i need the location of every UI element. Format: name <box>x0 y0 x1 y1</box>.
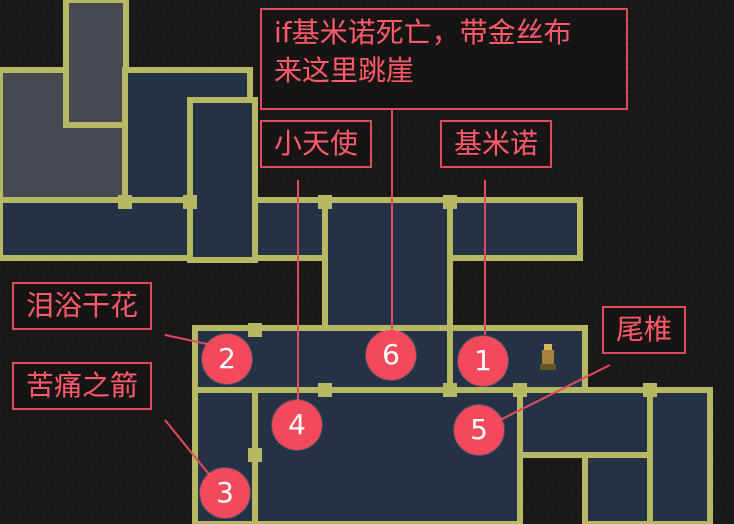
marker-5[interactable]: 5 <box>454 405 504 455</box>
note-6-line1: if基米诺死亡，带金丝布 <box>274 16 572 49</box>
wall-joints <box>118 195 657 462</box>
leader-line-2 <box>164 334 213 346</box>
corridor-upper-vertical <box>187 97 258 263</box>
corridor-horizontal <box>0 197 583 261</box>
corridor-right-down <box>647 387 713 524</box>
label-coccyx: 尾椎 <box>602 306 687 354</box>
marker-6[interactable]: 6 <box>366 330 416 380</box>
label-angel: 小天使 <box>260 120 373 168</box>
npc-figure-icon <box>540 344 556 370</box>
label-tear-flower: 泪浴干花 <box>12 282 153 330</box>
leader-line-3 <box>164 419 213 479</box>
note-6-line2: 来这里跳崖 <box>274 54 415 87</box>
label-arrow-of-pain: 苦痛之箭 <box>12 362 153 410</box>
leader-line-5 <box>499 364 611 421</box>
room-top-gray <box>63 0 129 128</box>
note-6-box: if基米诺死亡，带金丝布 来这里跳崖 <box>260 8 628 110</box>
leader-lines <box>164 110 611 479</box>
map-rooms <box>0 0 713 524</box>
marker-1[interactable]: 1 <box>458 336 508 386</box>
label-kimino: 基米诺 <box>440 120 553 168</box>
marker-4[interactable]: 4 <box>272 400 322 450</box>
marker-2[interactable]: 2 <box>202 334 252 384</box>
marker-3[interactable]: 3 <box>200 468 250 518</box>
room-lower-right <box>582 452 653 524</box>
